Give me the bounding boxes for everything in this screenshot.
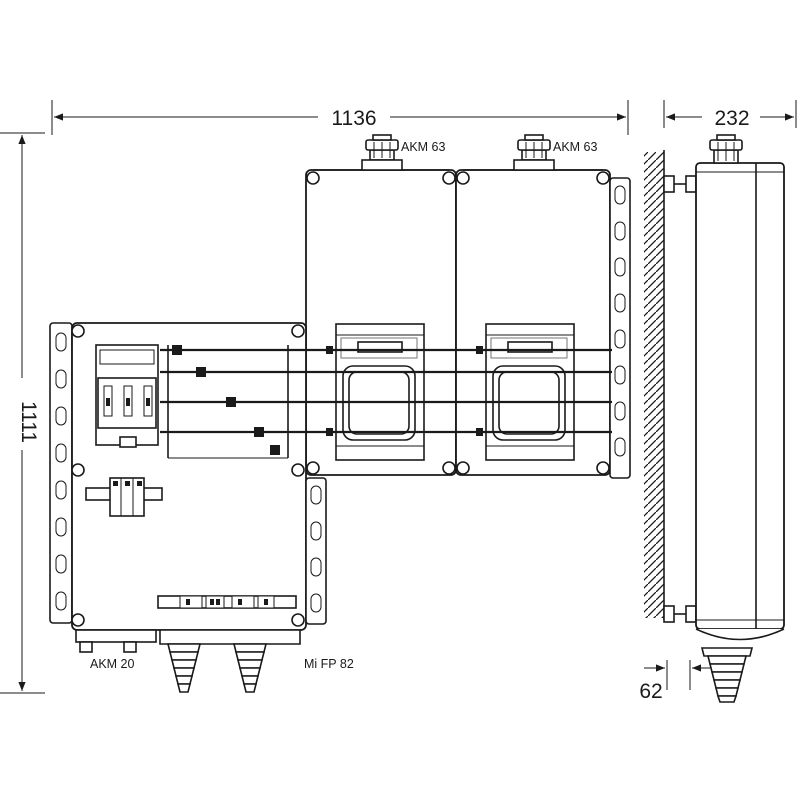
cable-gland-top-left: [361, 134, 403, 171]
switch-module-right: [485, 323, 575, 461]
dimension-offset: 62: [639, 660, 712, 703]
cable-gland-akm20: [75, 629, 157, 653]
label-akm63-right: AKM 63: [553, 140, 598, 154]
dimension-height-value: 1111: [17, 401, 40, 443]
dimension-depth-value: 232: [714, 107, 749, 130]
dimension-offset-value: 62: [639, 680, 662, 703]
terminal-rail: [157, 595, 297, 609]
switch-module-left: [335, 323, 425, 461]
cable-gland-mifp82: [159, 629, 301, 693]
busbar-connections: [160, 345, 612, 459]
dimension-width: 1136: [51, 100, 629, 135]
label-mifp82: Mi FP 82: [304, 657, 354, 671]
cable-gland-side-bottom: [700, 647, 754, 703]
enclosure-top-left: AKM 63: [305, 134, 457, 476]
dimension-height: 1111: [0, 132, 45, 694]
mounting-strip-top-right: [609, 177, 631, 479]
cable-gland-side-top: [709, 134, 743, 164]
label-akm63-left: AKM 63: [401, 140, 446, 154]
label-akm20: AKM 20: [90, 657, 135, 671]
cable-gland-top-right: [513, 134, 555, 171]
enclosure-bottom-left: AKM 20 Mi FP 82: [49, 322, 354, 693]
din-rail-terminal: [85, 477, 163, 517]
dimension-width-value: 1136: [331, 107, 376, 130]
enclosure-top-right: AKM 63: [455, 134, 611, 476]
side-view: [644, 134, 785, 703]
dimension-depth: 232: [663, 100, 797, 130]
fuse-switch-device: [95, 344, 159, 448]
